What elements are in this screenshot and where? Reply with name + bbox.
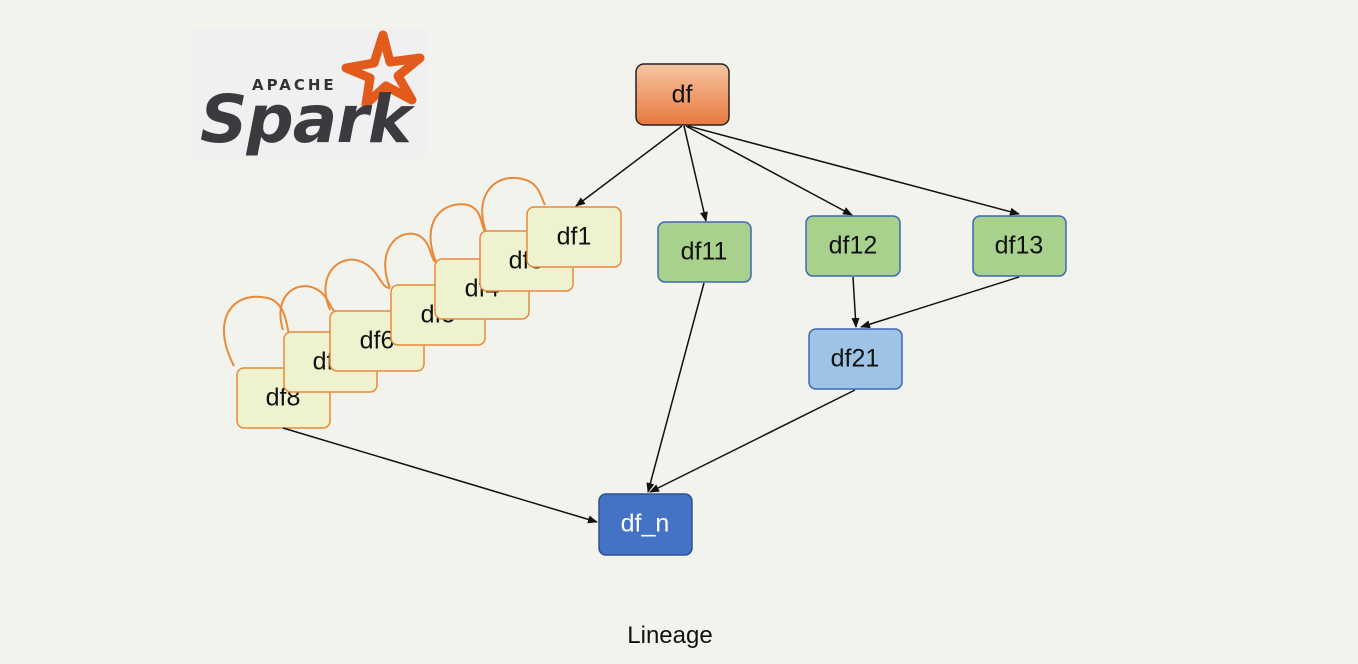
spark-star-icon	[341, 30, 425, 109]
loop-arc	[481, 176, 546, 233]
loop-arc	[324, 258, 391, 311]
node-df-label: df	[672, 81, 693, 109]
node-df13: df13	[972, 215, 1067, 277]
apache-spark-logo: APACHE Spark	[192, 28, 428, 158]
node-df11: df11	[657, 221, 752, 283]
edge-df12-df21	[851, 276, 860, 328]
loop-arc	[279, 285, 337, 331]
edge-df-df1	[575, 125, 683, 207]
node-df12: df12	[805, 215, 901, 277]
edge-df-df11	[683, 125, 708, 222]
logo-spark-text: Spark	[200, 81, 416, 158]
node-df1-label: df1	[557, 223, 592, 251]
node-df21: df21	[808, 328, 903, 390]
node-df11-label: df11	[681, 238, 728, 266]
edge-df-df13	[687, 125, 1020, 216]
node-df12-label: df12	[829, 232, 878, 260]
node-df_n: df_n	[598, 493, 693, 556]
logo-apache-text: APACHE	[252, 76, 337, 94]
edges	[282, 125, 1020, 524]
loop-arc	[384, 232, 437, 289]
loop-arc	[223, 295, 291, 367]
node-df_n-label: df_n	[621, 510, 670, 538]
loop-arc	[429, 203, 487, 263]
edge-df21-dfn	[649, 389, 856, 493]
node-df1: df1	[526, 206, 622, 268]
node-df21-label: df21	[831, 345, 880, 373]
node-df6-label: df6	[360, 327, 395, 355]
loop-arcs	[223, 176, 546, 367]
edge-df13-df21	[860, 276, 1020, 329]
node-df13-label: df13	[995, 232, 1044, 260]
edge-df8-dfn	[282, 427, 598, 524]
edge-df-df12	[685, 125, 853, 216]
edge-df11-dfn	[646, 282, 705, 493]
node-df: df	[635, 63, 730, 126]
diagram-caption: Lineage	[627, 622, 712, 649]
